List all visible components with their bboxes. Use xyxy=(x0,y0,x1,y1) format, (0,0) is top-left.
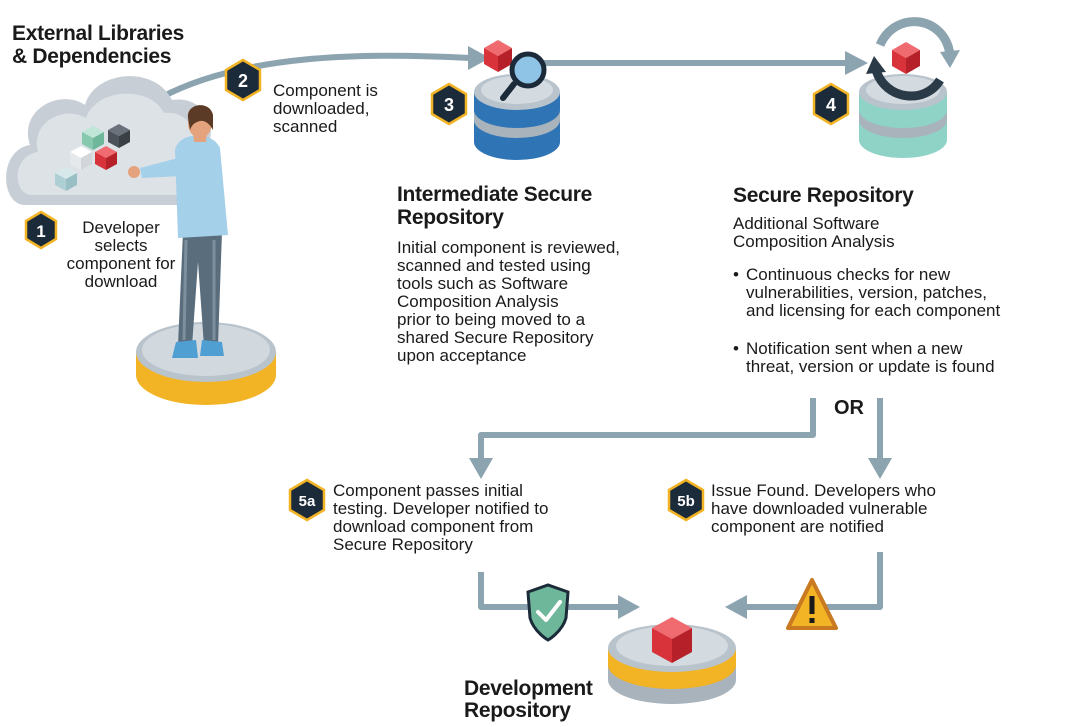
step-5a-line: Component passes initial xyxy=(333,481,523,500)
step-5b-text: Issue Found. Developers who have downloa… xyxy=(711,482,936,536)
arrow-head-secure xyxy=(845,51,868,75)
step-5a-text: Component passes initial testing. Develo… xyxy=(333,482,548,554)
step-2-line: scanned xyxy=(273,117,338,136)
page-title-line-2: & Dependencies xyxy=(12,45,172,68)
development-title: Development Repository xyxy=(464,678,593,722)
bullet-marker: • xyxy=(733,265,739,284)
arrow-5a-to-dev xyxy=(478,572,620,610)
intermediate-repository-icon xyxy=(474,74,560,160)
bullet-marker: • xyxy=(733,339,739,358)
secure-bullet-line: vulnerabilities, version, patches, xyxy=(746,283,987,302)
step-1-line: selects xyxy=(94,236,148,255)
intermediate-title-line: Intermediate Secure xyxy=(397,183,593,206)
step-badge-5a: 5a xyxy=(288,478,326,522)
step-badge-4: 4 xyxy=(812,82,850,126)
step-2-text: Component is downloaded, scanned xyxy=(273,82,378,136)
arrow-secure-to-5a xyxy=(478,398,816,462)
development-title-line: Development xyxy=(464,677,593,700)
arrow-head-5a xyxy=(469,458,493,479)
step-badge-3-label: 3 xyxy=(444,95,454,115)
page-title: External Libraries & Dependencies xyxy=(12,22,184,68)
step-badge-2-label: 2 xyxy=(238,71,248,91)
step-badge-5a-label: 5a xyxy=(299,493,316,510)
step-1-line: download xyxy=(84,272,158,291)
intermediate-body-line: Initial component is reviewed, xyxy=(397,238,621,257)
step-5b-line: have downloaded vulnerable xyxy=(711,499,928,518)
intermediate-body-line: shared Secure Repository xyxy=(397,328,594,347)
step-badge-1-label: 1 xyxy=(36,222,45,241)
library-cubes-icon xyxy=(55,124,130,191)
step-badge-5b-label: 5b xyxy=(677,493,695,510)
arrow-head-dev-right xyxy=(725,595,747,619)
magnifier-icon xyxy=(500,51,547,101)
step-badge-1: 1 xyxy=(24,210,58,250)
secure-subtitle-line: Composition Analysis xyxy=(733,232,895,251)
shield-check-icon xyxy=(526,583,570,642)
step-5a-line: Secure Repository xyxy=(333,535,473,554)
secure-bullet-1: • Continuous checks for new vulnerabilit… xyxy=(733,266,1000,320)
secure-subtitle-line: Additional Software xyxy=(733,214,880,233)
step-badge-4-label: 4 xyxy=(826,95,836,115)
step-1-text: Developer selects component for download xyxy=(66,219,176,291)
arrow-cloud-to-intermediate xyxy=(158,52,471,101)
step-5a-line: testing. Developer notified to xyxy=(333,499,549,518)
secure-subtitle: Additional Software Composition Analysis xyxy=(733,215,895,251)
arrow-head-dev-left xyxy=(618,595,640,619)
step-badge-2: 2 xyxy=(224,58,262,102)
arrow-head-5b xyxy=(868,458,892,479)
arrow-head-intermediate xyxy=(468,46,490,70)
page-title-line-1: External Libraries xyxy=(12,22,185,45)
intermediate-body: Initial component is reviewed, scanned a… xyxy=(397,239,620,365)
secure-bullet-line: Continuous checks for new xyxy=(746,265,951,284)
step-5b-line: Issue Found. Developers who xyxy=(711,481,936,500)
intermediate-body-line: scanned and tested using xyxy=(397,256,591,275)
step-5a-line: download component from xyxy=(333,517,534,536)
secure-bullet-line: and licensing for each component xyxy=(746,301,1001,320)
arrow-5b-to-dev xyxy=(745,552,883,610)
intermediate-body-line: prior to being moved to a xyxy=(397,310,586,329)
developer-figure-icon xyxy=(128,105,228,358)
intermediate-body-line: tools such as Software xyxy=(397,274,569,293)
step-badge-5b: 5b xyxy=(667,478,705,522)
intermediate-title-line: Repository xyxy=(397,206,504,229)
flow-arrows xyxy=(158,46,892,619)
step-badge-3: 3 xyxy=(430,82,468,126)
sync-arrows-icon xyxy=(866,17,960,101)
development-title-line: Repository xyxy=(464,699,571,722)
secure-bullet-line: Notification sent when a new xyxy=(746,339,963,358)
step-1-line: component for xyxy=(66,254,176,273)
secure-bullet-line: threat, version or update is found xyxy=(746,357,995,376)
step-2-line: downloaded, xyxy=(273,99,370,118)
step-1-line: Developer xyxy=(82,218,160,237)
warning-icon xyxy=(786,578,838,630)
or-label: OR xyxy=(834,397,864,419)
development-repository-icon xyxy=(608,617,736,704)
component-cube-icon xyxy=(484,40,512,72)
intermediate-title: Intermediate Secure Repository xyxy=(397,183,592,229)
step-2-line: Component is xyxy=(273,81,378,100)
intermediate-body-line: Composition Analysis xyxy=(397,292,559,311)
intermediate-body-line: upon acceptance xyxy=(397,346,527,365)
secure-bullet-2: • Notification sent when a new threat, v… xyxy=(733,340,995,376)
secure-title: Secure Repository xyxy=(733,184,914,207)
step-5b-line: component are notified xyxy=(711,517,884,536)
